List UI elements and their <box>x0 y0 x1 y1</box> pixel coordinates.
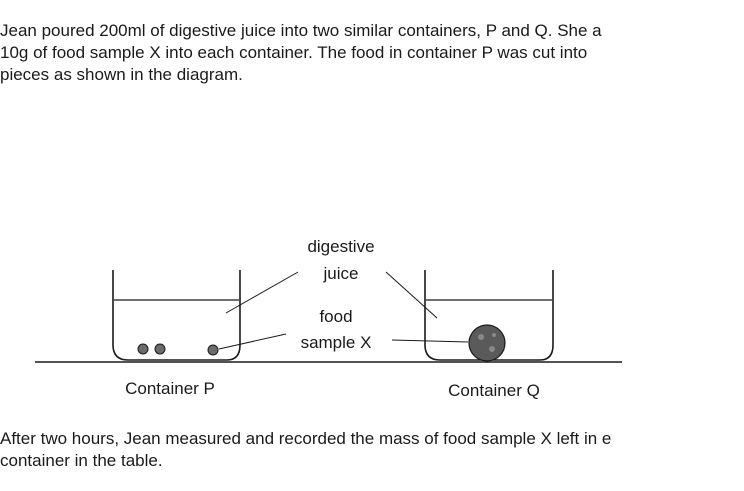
intro-paragraph: Jean poured 200ml of digestive juice int… <box>0 20 744 86</box>
container-q <box>424 270 554 362</box>
food-texture-dot <box>492 333 496 337</box>
caption-container-p: Container P <box>125 379 215 398</box>
after-paragraph: After two hours, Jean measured and recor… <box>0 428 744 472</box>
intro-line-2: 10g of food sample X into each container… <box>0 43 588 62</box>
pointer-juice-p <box>225 271 299 314</box>
after-line-1: After two hours, Jean measured and recor… <box>0 429 612 448</box>
food-piece-2 <box>154 343 166 355</box>
pointer-food-q <box>391 339 469 343</box>
after-line-2: container in the table. <box>0 451 163 470</box>
label-sample-x: sample X <box>301 333 372 352</box>
container-p <box>112 270 241 361</box>
food-piece-3 <box>207 344 219 356</box>
label-juice: juice <box>323 264 359 283</box>
label-digestive: digestive <box>307 237 374 256</box>
food-texture-dot <box>489 346 495 352</box>
container-p-outline <box>112 270 241 361</box>
intro-line-1: Jean poured 200ml of digestive juice int… <box>0 21 602 40</box>
experiment-diagram: digestive juice food sample X Container … <box>35 237 622 400</box>
pointer-food-p <box>218 333 287 350</box>
food-texture-dot <box>478 334 484 340</box>
pointer-juice-q <box>385 271 438 319</box>
food-sample-whole <box>468 324 506 362</box>
label-food: food <box>319 307 352 326</box>
intro-line-3: pieces as shown in the diagram. <box>0 65 243 84</box>
food-piece-1 <box>137 343 149 355</box>
caption-container-q: Container Q <box>448 381 540 400</box>
